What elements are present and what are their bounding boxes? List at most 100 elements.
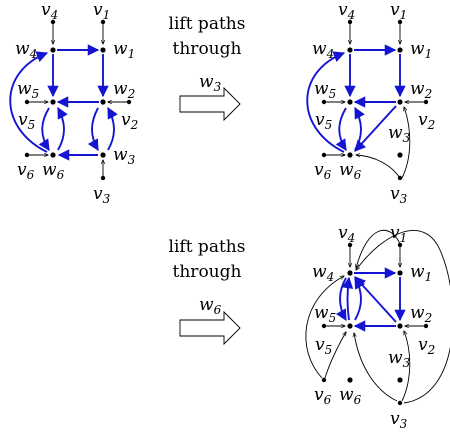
label-w2: w2 [410, 303, 432, 325]
vertex-v2 [423, 323, 429, 329]
label-v3: v3 [390, 184, 408, 206]
edge-w3-w2 [107, 106, 118, 151]
label-v5: v5 [18, 110, 35, 132]
step1-caption-line2: through [173, 39, 242, 59]
vertex-v3 [100, 175, 106, 181]
edge-v6-w4 [305, 276, 344, 379]
step2-caption-line1: lift paths [169, 237, 246, 257]
vertex-w1 [100, 47, 106, 53]
step2-caption-line2: through [173, 262, 242, 282]
edge-v3-w5 [354, 333, 398, 402]
vertex-v2 [126, 99, 132, 105]
label-v2: v2 [418, 110, 435, 132]
edge-v3-w2 [401, 107, 411, 179]
label-w5: w5 [17, 79, 39, 101]
edge-w2-w3 [87, 107, 99, 151]
label-w3: w3 [388, 123, 411, 145]
graph-lift-w3: v4 v1 w4 w1 w5 w2 v5 v2 w3 v6 w6 v3 [306, 0, 435, 206]
label-v4: v4 [338, 0, 355, 22]
label-v4: v4 [41, 0, 58, 22]
vertex-w6 [347, 152, 353, 158]
edge-w4-w5 [335, 277, 347, 321]
vertex-v1 [397, 242, 403, 248]
step1-arrow-icon [179, 86, 241, 122]
graph-original-labels: v4 v1 w4 w1 w5 w2 v5 v2 w3 v6 w6 v3 [15, 0, 138, 206]
edge-v3-w6 [356, 155, 401, 179]
label-v6: v6 [314, 160, 332, 182]
label-w6: w6 [339, 160, 362, 182]
label-v5: v5 [315, 335, 332, 357]
edge-v6-w5 [324, 332, 346, 379]
graph-lift-w6-vertices [321, 242, 429, 406]
label-v6: v6 [314, 385, 332, 407]
step1-caption-line1: lift paths [169, 14, 246, 34]
label-w3: w3 [388, 348, 411, 370]
graph-lift-w3-vertices [321, 19, 429, 181]
vertex-v1 [397, 19, 403, 25]
vertex-v5 [321, 99, 327, 105]
graph-lift-w6-source-edges [305, 229, 450, 404]
label-w4: w4 [312, 39, 334, 61]
edge-w6-w5 [354, 106, 365, 151]
vertex-v4 [50, 19, 56, 25]
step1-vertex-label: w3 [199, 72, 222, 94]
step2-vertex-label: w6 [199, 295, 222, 317]
vertex-w1 [397, 270, 403, 276]
label-w2: w2 [410, 79, 432, 101]
label-w5: w5 [314, 79, 336, 101]
vertex-w2 [100, 99, 106, 105]
graph-original: v4 v1 w4 w1 w5 w2 v5 v2 w3 v6 w6 v3 [9, 0, 138, 206]
label-v1: v1 [390, 0, 407, 22]
edge-w5-w4 [354, 277, 366, 321]
vertex-v2 [423, 99, 429, 105]
label-v5: v5 [315, 110, 332, 132]
step2-arrow-icon [179, 310, 241, 346]
vertex-w6 [347, 377, 353, 383]
graph-lift-w3-blue-edges [306, 44, 406, 153]
vertex-w5 [50, 99, 56, 105]
edge-w5-w4-inner [341, 276, 354, 321]
label-w5: w5 [314, 303, 336, 325]
graph-lift-w3-labels: v4 v1 w4 w1 w5 w2 v5 v2 w3 v6 w6 v3 [312, 0, 435, 206]
vertex-v3 [397, 400, 403, 406]
graph-original-source-edges [27, 22, 128, 178]
label-w1: w1 [410, 262, 432, 284]
vertex-w4 [50, 47, 56, 53]
label-w1: w1 [113, 39, 135, 61]
edge-v1-w4 [356, 229, 401, 268]
label-v3: v3 [390, 409, 408, 431]
label-v2: v2 [121, 110, 138, 132]
label-w3: w3 [113, 145, 136, 167]
label-w4: w4 [312, 262, 334, 284]
vertex-v6 [24, 152, 30, 158]
label-v6: v6 [17, 160, 35, 182]
label-w2: w2 [113, 79, 135, 101]
vertex-w1 [397, 47, 403, 53]
vertex-v3 [397, 175, 403, 181]
label-v2: v2 [418, 335, 435, 357]
graph-lift-w6-blue-edges [335, 267, 406, 332]
graph-lift-w6: v4 v1 w4 w1 w5 w2 v5 v2 w3 v6 w6 v3 [305, 223, 450, 431]
label-v1: v1 [93, 0, 110, 22]
edge-w5-w6 [335, 107, 347, 151]
vertex-w3 [397, 377, 403, 383]
label-w4: w4 [15, 39, 37, 61]
graph-lift-w6-labels: v4 v1 w4 w1 w5 w2 v5 v2 w3 v6 w6 v3 [312, 223, 435, 431]
vertex-v1 [100, 19, 106, 25]
label-v1: v1 [390, 223, 407, 245]
vertex-w5 [347, 99, 353, 105]
vertex-w4 [347, 47, 353, 53]
vertex-v6 [321, 377, 327, 383]
edge-v3-w4 [356, 230, 450, 404]
vertex-v4 [347, 19, 353, 25]
label-v3: v3 [93, 184, 111, 206]
label-w1: w1 [410, 39, 432, 61]
edge-w6-w4 [9, 51, 49, 153]
edge-v3-w2 [401, 331, 411, 402]
edge-w2-w6 [354, 105, 397, 152]
step1-transition: lift paths through w3 [169, 14, 246, 122]
vertex-w2 [397, 323, 403, 329]
vertex-v5 [321, 323, 327, 329]
